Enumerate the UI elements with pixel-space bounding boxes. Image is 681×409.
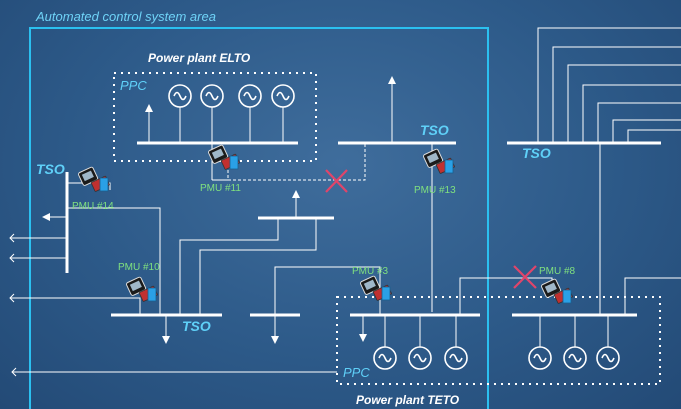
elto-load-arrow xyxy=(145,104,153,112)
teto-left-feeders xyxy=(362,315,457,347)
arrow-down xyxy=(359,334,367,342)
tso-right-incoming-lines xyxy=(537,27,681,143)
tso-left-label: TSO xyxy=(36,161,65,177)
generator-icon xyxy=(271,84,295,108)
plant-teto-title: Power plant TETO xyxy=(356,393,460,407)
pmu-10-label: PMU #10 xyxy=(118,262,160,273)
plant-teto-box xyxy=(336,296,661,385)
tso-right-label: TSO xyxy=(522,145,551,161)
arrow-down xyxy=(271,336,279,344)
arrow-left xyxy=(9,293,15,303)
line xyxy=(199,218,317,315)
generator-icon xyxy=(408,346,432,370)
cut-marker-icon xyxy=(325,169,348,193)
area-title: Automated control system area xyxy=(35,9,216,24)
cut-marker-icon xyxy=(513,265,537,289)
arrow-left xyxy=(42,213,50,221)
plant-elto-ppc: PPC xyxy=(120,78,147,93)
generator-icon xyxy=(373,346,397,370)
generator-icon xyxy=(596,346,620,370)
line xyxy=(67,207,161,315)
pmu-14-device-icon[interactable] xyxy=(77,166,111,193)
pmu-11-device-icon[interactable] xyxy=(207,144,241,171)
pmu-13-device-icon[interactable] xyxy=(422,148,456,175)
line xyxy=(67,182,111,190)
pmu-13-label: PMU #13 xyxy=(414,185,456,196)
comm-link-dashed xyxy=(227,143,366,181)
line xyxy=(624,277,681,315)
pmu-14-label: PMU #14 xyxy=(72,201,114,212)
pmu-8-device-icon[interactable] xyxy=(540,278,574,305)
line xyxy=(10,297,141,315)
generator-icon xyxy=(238,84,262,108)
arrow-left xyxy=(11,367,17,377)
generator-icon xyxy=(528,346,552,370)
generator-icon xyxy=(444,346,468,370)
pmu-8-label: PMU #8 xyxy=(539,266,576,277)
tso-bottom-left-label: TSO xyxy=(182,318,211,334)
line xyxy=(179,218,279,315)
teto-right-feeders xyxy=(539,315,609,347)
elto-feeders xyxy=(148,106,284,143)
generator-icon xyxy=(200,84,224,108)
pmu-3-device-icon[interactable] xyxy=(359,275,393,302)
plant-elto-title: Power plant ELTO xyxy=(148,51,251,65)
pmu-3-label: PMU #3 xyxy=(352,266,389,277)
tso-top-mid-label: TSO xyxy=(420,122,449,138)
generator-icon xyxy=(168,84,192,108)
arrow-up xyxy=(388,76,396,84)
control-area-border xyxy=(29,27,489,409)
plant-teto-ppc: PPC xyxy=(343,365,370,380)
arrow-up xyxy=(292,190,300,198)
left-outgoing-lines xyxy=(9,233,67,263)
pmu-11-label: PMU #11 xyxy=(200,183,241,194)
plant-elto-box xyxy=(113,72,317,162)
arrow-down xyxy=(162,336,170,344)
generator-icon xyxy=(563,346,587,370)
